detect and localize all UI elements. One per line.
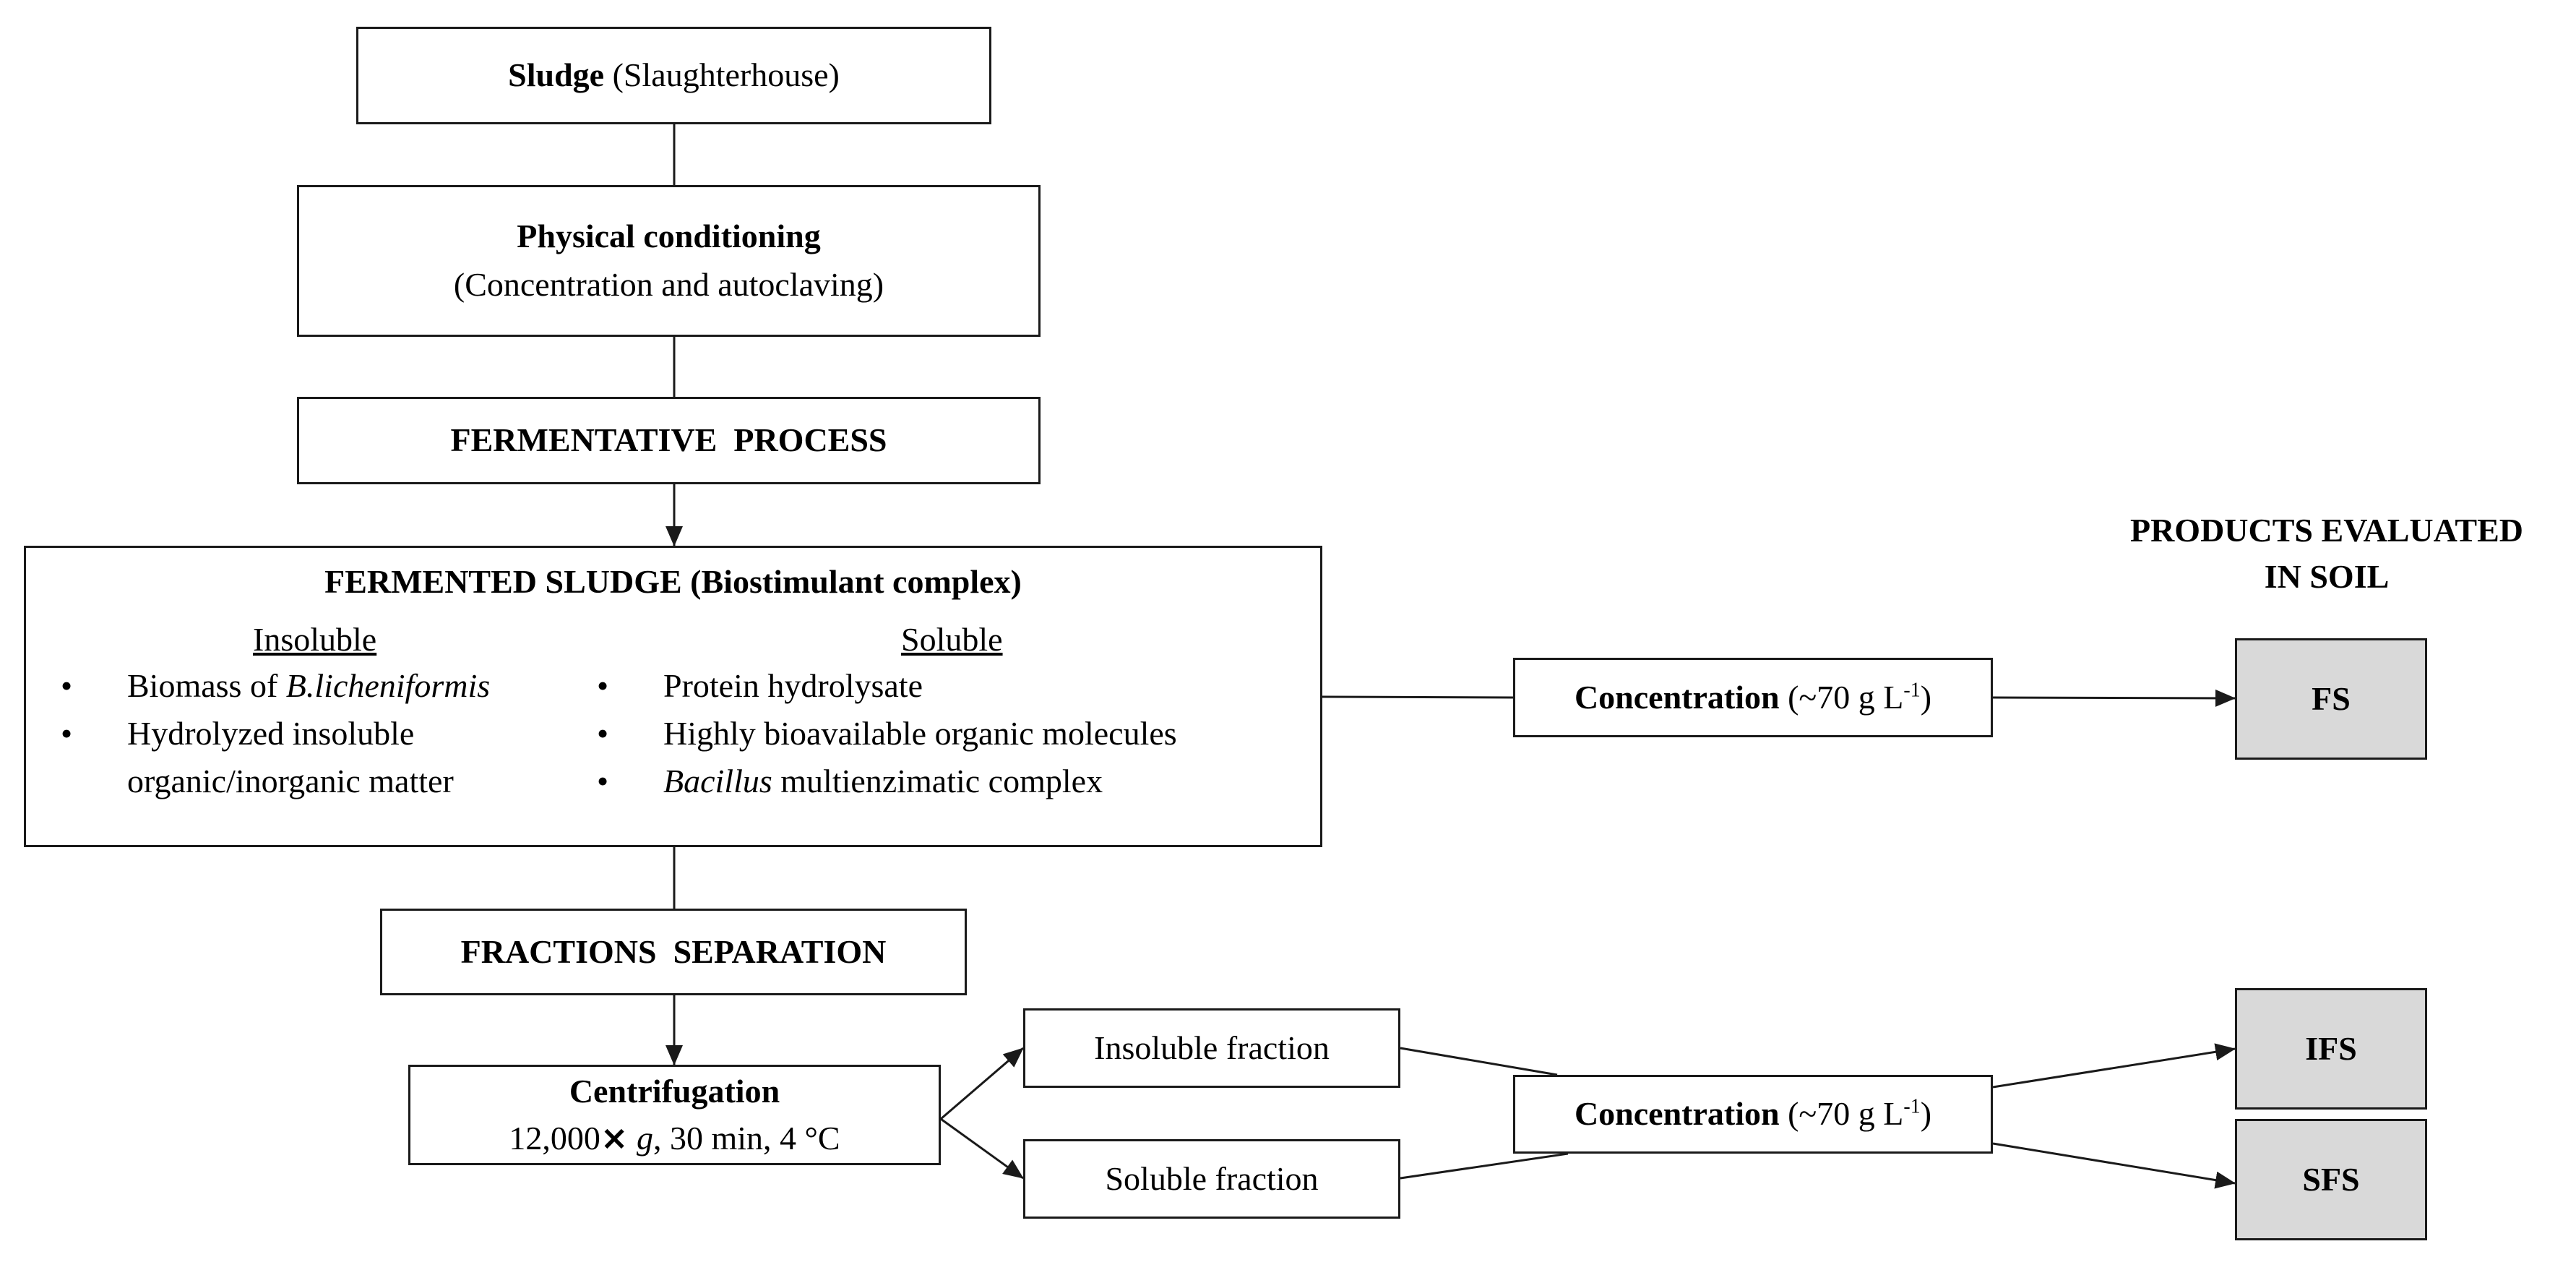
bullet: • — [597, 667, 609, 704]
fermented-sludge-box: FERMENTED SLUDGE (Biostimulant complex) … — [24, 546, 1322, 847]
insoluble-fraction-box: Insoluble fraction — [1023, 1008, 1400, 1088]
physical-conditioning-title: Physical conditioning — [517, 218, 821, 255]
arrow-centrifugation-insoluble — [940, 1047, 1024, 1120]
concentration-close: ) — [1920, 1095, 1932, 1133]
soluble-fraction-label: Soluble fraction — [1105, 1159, 1319, 1197]
insoluble-item-1-species: B.licheniformis — [285, 667, 491, 704]
sludge-label: Sludge — [508, 56, 605, 94]
concentration-box-bottom: Concentration (~70 g L-1) — [1513, 1075, 1993, 1154]
product-ifs-box: IFS — [2235, 988, 2427, 1110]
products-title-line2: IN SOIL — [2264, 558, 2390, 596]
fermentative-process-label: FERMENTATIVE PROCESS — [450, 421, 887, 459]
concentration-exponent: -1 — [1903, 679, 1921, 702]
soluble-fraction-box: Soluble fraction — [1023, 1139, 1400, 1219]
products-title-line1: PRODUCTS EVALUATED — [2129, 512, 2523, 549]
insoluble-item-2-cont: organic/inorganic matter — [127, 758, 454, 805]
concentration-value: (~70 g L — [1779, 1095, 1904, 1133]
products-evaluated-title: PRODUCTS EVALUATED IN SOIL — [2081, 507, 2572, 601]
g-force-unit: g — [636, 1120, 653, 1157]
times-symbol: × — [600, 1118, 629, 1157]
product-sfs-label: SFS — [2302, 1160, 2360, 1198]
line-fermented-concentration — [1322, 695, 1514, 699]
bullet: • — [61, 667, 73, 704]
fractions-separation-label: FRACTIONS SEPARATION — [460, 932, 887, 970]
insoluble-header: Insoluble — [253, 621, 377, 658]
soluble-header: Soluble — [901, 621, 1003, 658]
soluble-item-3: • Bacillus multienzimatic complex — [597, 758, 1103, 805]
centrifugation-detail: 12,000× g, 30 min, 4 °C — [509, 1115, 840, 1162]
arrow-concentration-ifs — [1992, 1043, 2236, 1089]
concentration-value: (~70 g L — [1779, 678, 1904, 716]
concentration-label: Concentration — [1574, 678, 1780, 716]
soluble-item-3-text: multienzimatic complex — [772, 763, 1103, 799]
arrow-centrifugation-soluble — [940, 1117, 1024, 1180]
fractions-separation-box: FRACTIONS SEPARATION — [380, 909, 967, 995]
product-ifs-label: IFS — [2305, 1029, 2357, 1067]
bullet: • — [61, 715, 73, 752]
product-sfs-box: SFS — [2235, 1119, 2427, 1240]
soluble-item-2-text: Highly bioavailable organic molecules — [663, 715, 1177, 752]
physical-conditioning-detail: (Concentration and autoclaving) — [453, 266, 884, 303]
insoluble-item-2: • Hydrolyzed insoluble — [61, 710, 414, 758]
soluble-item-1: • Protein hydrolysate — [597, 662, 923, 710]
line-insoluble-concentration — [1400, 1047, 1558, 1076]
fermentative-process-box: FERMENTATIVE PROCESS — [297, 397, 1041, 484]
insoluble-item-1-text: Biomass of — [127, 667, 286, 704]
sludge-source: (Slaughterhouse) — [604, 56, 840, 94]
centrifugation-title: Centrifugation — [569, 1072, 780, 1110]
centrifugation-conditions: , 30 min, 4 °C — [652, 1120, 840, 1157]
insoluble-fraction-label: Insoluble fraction — [1094, 1029, 1330, 1066]
concentration-box-top: Concentration (~70 g L-1) — [1513, 658, 1993, 737]
bullet: • — [597, 715, 609, 752]
concentration-exponent: -1 — [1903, 1095, 1921, 1118]
soluble-item-2: • Highly bioavailable organic molecules — [597, 710, 1177, 758]
soluble-item-1-text: Protein hydrolysate — [663, 667, 923, 704]
soluble-item-3-genus: Bacillus — [663, 763, 772, 799]
arrow-concentration-sfs — [1992, 1142, 2236, 1189]
bullet: • — [597, 763, 609, 799]
concentration-close: ) — [1920, 678, 1932, 716]
concentration-label: Concentration — [1574, 1095, 1780, 1133]
product-fs-label: FS — [2312, 679, 2351, 717]
product-fs-box: FS — [2235, 638, 2427, 760]
line-soluble-concentration — [1400, 1152, 1569, 1180]
insoluble-item-1: • Biomass of B.licheniformis — [61, 662, 490, 710]
insoluble-item-2-text: Hydrolyzed insoluble — [127, 715, 415, 752]
centrifugation-box: Centrifugation 12,000× g, 30 min, 4 °C — [408, 1065, 941, 1165]
fermented-sludge-title: FERMENTED SLUDGE (Biostimulant complex) — [324, 563, 1022, 600]
centrifugation-speed: 12,000 — [509, 1120, 600, 1157]
insoluble-item-2-cont-text: organic/inorganic matter — [127, 763, 454, 799]
physical-conditioning-box: Physical conditioning (Concentration and… — [297, 185, 1041, 337]
sludge-box: Sludge (Slaughterhouse) — [356, 27, 991, 124]
